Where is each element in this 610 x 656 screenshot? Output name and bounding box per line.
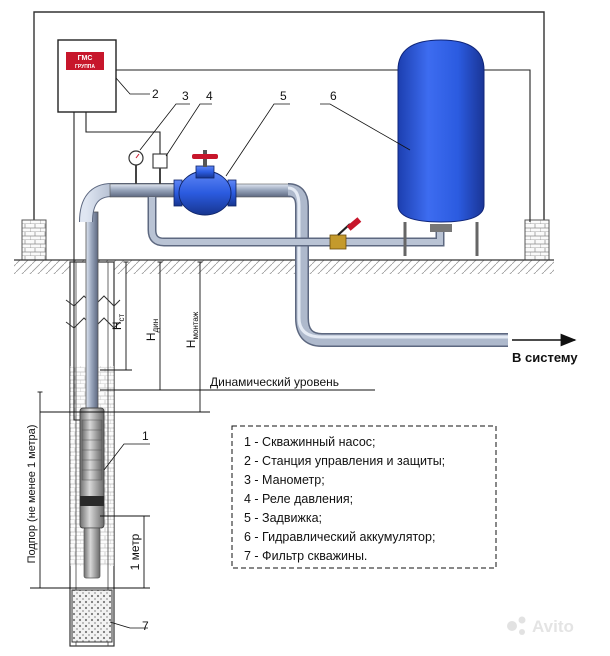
callout-1: 1	[142, 429, 149, 443]
h-dynamic-label: Hдин	[144, 319, 160, 341]
one-meter-label: 1 метр	[128, 533, 142, 570]
gate-valve	[173, 150, 237, 216]
one-meter-text: 1 метр	[128, 533, 142, 570]
dimension-lines	[30, 261, 375, 589]
ground	[14, 259, 554, 274]
callout-2: 2	[152, 87, 159, 101]
hydraulic-accumulator	[397, 39, 485, 256]
legend-item-6: 6 - Гидравлический аккумулятор;	[244, 530, 435, 544]
control-station: ГМС ГРУППА	[57, 39, 117, 113]
main-pipe	[79, 183, 508, 347]
callout-4: 4	[206, 89, 213, 103]
watermark-text: Avito	[532, 617, 574, 636]
podpor-text: Подпор (не менее 1 метра)	[26, 425, 38, 564]
legend-item-7: 7 - Фильтр скважины.	[244, 549, 367, 563]
manometer	[128, 150, 144, 184]
legend-item-1: 1 - Скважинный насос;	[244, 435, 376, 449]
h-montazh-main: H	[184, 340, 198, 349]
h-montazh-sub: монтаж	[191, 311, 200, 339]
callout-6: 6	[330, 89, 337, 103]
legend-item-4: 4 - Реле давления;	[244, 492, 353, 506]
legend-item-3: 3 - Манометр;	[244, 473, 325, 487]
ball-valve	[329, 217, 362, 250]
svg-text:Hст: Hст	[110, 314, 126, 331]
callout-leaders	[103, 77, 411, 629]
callout-7: 7	[142, 619, 149, 633]
svg-text:Hмонтаж: Hмонтаж	[184, 311, 200, 348]
well-filter	[71, 589, 113, 643]
foundation-block-right	[524, 219, 550, 261]
callout-5: 5	[280, 89, 287, 103]
building-outline	[33, 11, 545, 222]
dynamic-level-label: Динамический уровень	[210, 375, 339, 389]
submersible-pump	[79, 407, 105, 579]
podpor-label: Подпор (не менее 1 метра)	[26, 425, 38, 564]
h-static-label: Hст	[110, 314, 126, 331]
legend-item-5: 5 - Задвижка;	[244, 511, 322, 525]
svg-text:Hдин: Hдин	[144, 319, 160, 341]
h-mount-label: Hмонтаж	[184, 311, 200, 348]
riser-pipe	[85, 211, 99, 409]
pressure-switch	[152, 153, 168, 184]
legend-item-2: 2 - Станция управления и защиты;	[244, 454, 445, 468]
h-din-main: H	[144, 332, 158, 341]
logo-brand: ГМС	[78, 55, 93, 62]
logo-sub: ГРУППА	[75, 64, 95, 70]
tank-branch-pipe	[147, 197, 445, 247]
foundation-block-left	[21, 219, 47, 261]
h-st-sub: ст	[117, 314, 126, 322]
avito-watermark: Avito	[507, 616, 574, 636]
callout-3: 3	[182, 89, 189, 103]
h-din-sub: дин	[151, 319, 160, 333]
to-system-label: В систему	[512, 350, 578, 365]
electrical-cables	[73, 69, 531, 421]
h-st-main: H	[110, 322, 124, 331]
legend-box: 1 - Скважинный насос; 2 - Станция управл…	[231, 425, 497, 569]
